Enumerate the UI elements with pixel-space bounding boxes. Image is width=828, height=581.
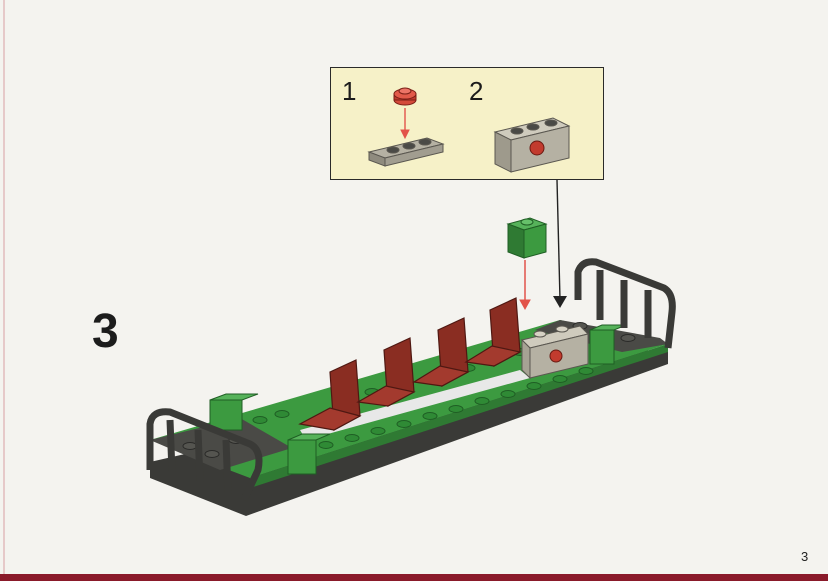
step-number: 3 xyxy=(92,305,119,358)
sub-step-number-1: 1 xyxy=(342,76,357,106)
callout-arrow-1 xyxy=(400,108,410,140)
callout-leader-line xyxy=(556,179,561,301)
page-number: 3 xyxy=(801,549,809,564)
seat-2 xyxy=(356,337,416,407)
page-bottom-rule xyxy=(0,574,828,581)
seat-4 xyxy=(464,297,522,367)
sub-step-number-2: 2 xyxy=(469,76,484,106)
grey-1x3-plate xyxy=(367,137,445,167)
seat-1 xyxy=(298,359,362,431)
round-red-plate xyxy=(393,87,417,106)
callout-illustration xyxy=(367,87,571,173)
grey-brick-result xyxy=(493,117,571,173)
front-rail-frame xyxy=(574,258,676,349)
seats xyxy=(298,297,522,431)
grey-brick-with-button xyxy=(521,325,589,380)
callout-leader-arrowhead xyxy=(553,296,567,308)
green-brick-to-place xyxy=(506,217,548,259)
page-edge-rule xyxy=(3,0,5,581)
sub-assembly-callout xyxy=(330,67,604,180)
green-corner-bricks xyxy=(209,324,627,475)
rear-rail-frame xyxy=(146,408,263,502)
seat-3 xyxy=(412,317,470,387)
placement-arrow xyxy=(519,260,531,311)
